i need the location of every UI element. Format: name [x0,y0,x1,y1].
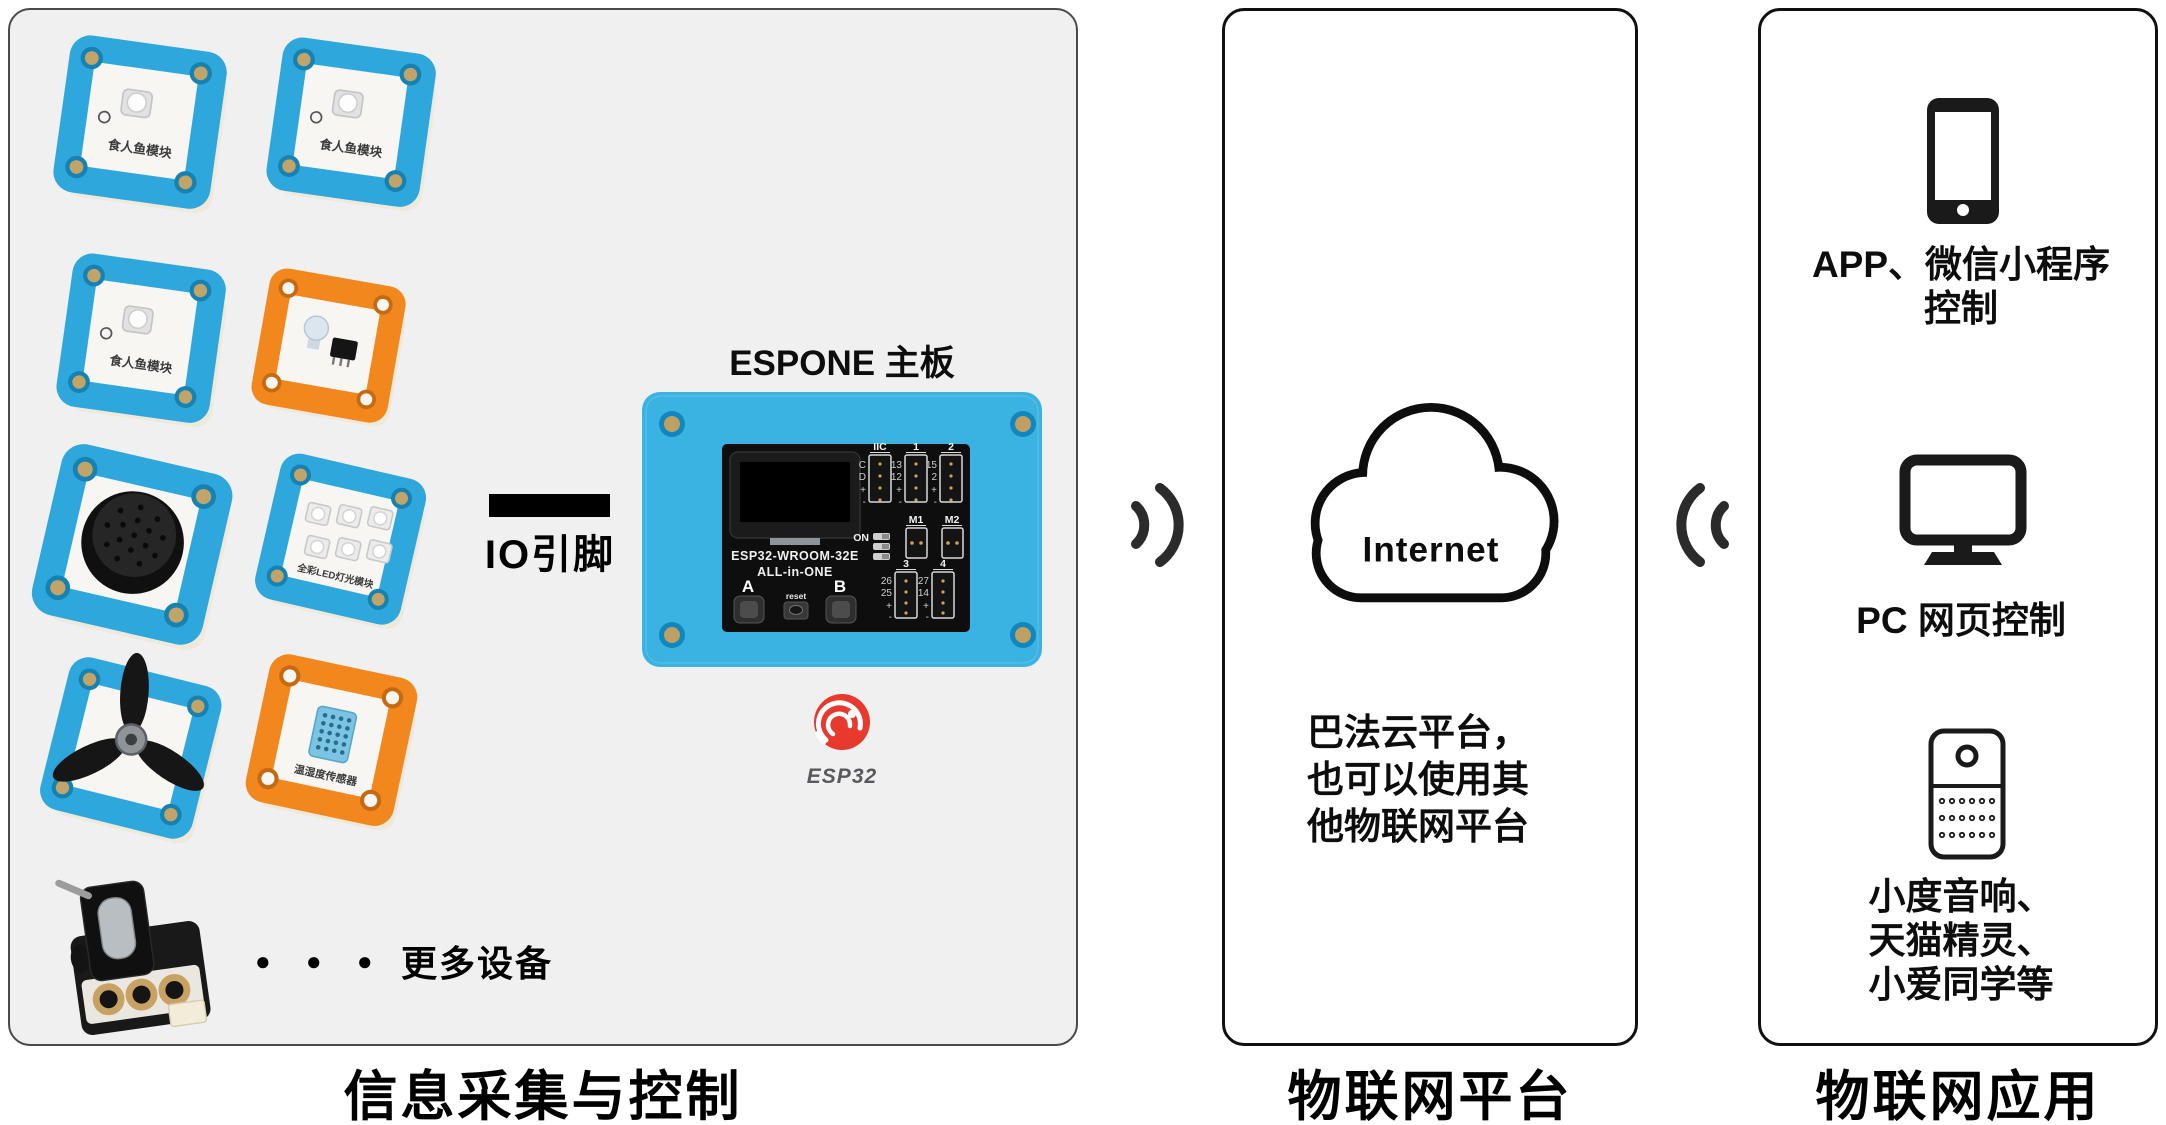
ir-module [244,262,418,436]
button-a-label: A [742,577,754,596]
right-panel-title: 物联网应用 [1815,1067,2101,1125]
button-b[interactable] [825,595,857,624]
left-panel-title: 信息采集与控制 [343,1067,743,1125]
temperature-humidity-module: 温湿度传感器 [237,647,432,842]
svg-text:27: 27 [918,576,930,587]
connector-iic-label: IIC [873,441,887,453]
connector-2-label: 2 [948,441,954,453]
signal-waves-right-icon [1131,483,1184,567]
connector-1-label: 1 [913,441,919,453]
speaker-module-icon [31,444,233,651]
espone-mainboard: ESP32-WROOM-32E ALL-in-ONE A reset B [642,392,1042,667]
caption-line: 天猫精灵、 [1868,920,2054,961]
connector-sockets-top [868,454,963,503]
button-a[interactable] [733,595,765,624]
internet-cloud-icon: Internet [1310,402,1559,603]
middle-panel-title: 物联网平台 [1287,1067,1573,1125]
esp32-logo-text: ESP32 [807,765,877,788]
oled-display [729,451,861,545]
fan-module [11,629,253,871]
led-matrix-module: 全彩LED灯光模块 [246,446,440,640]
connector-m1-label: M1 [909,514,924,526]
right-panel: APP、微信小程序 控制 PC 网页控制 小度音响、 天猫精灵、 小爱 [1758,8,2158,1046]
svg-text:26: 26 [881,576,893,587]
svg-text:+: + [860,485,866,496]
more-devices: ● ● ● 更多设备 [255,935,553,987]
smartphone-icon [1927,98,1999,224]
chip-name: ESP32-WROOM-32E [731,549,859,563]
dip-switches[interactable] [873,533,890,560]
ir-module-icon [251,268,406,427]
svg-text:12: 12 [891,472,903,483]
svg-text:-: - [934,497,937,508]
chip-variant: ALL-in-ONE [757,565,833,579]
platform-description: 巴法云平台， 也可以使用其 他物联网平台 [1307,709,1529,850]
svg-text:2: 2 [931,472,937,483]
svg-text:+: + [886,601,892,612]
led-module-icon: 食人鱼模块 [266,37,437,212]
esp32-logo: ESP32 [802,688,882,788]
signal-waves-left-icon [1676,483,1729,567]
svg-text:-: - [863,497,866,508]
app-control-caption: APP、微信小程序 控制 [1761,243,2161,331]
middle-panel: Internet 巴法云平台， 也可以使用其 他物联网平台 [1222,8,1638,1046]
motor-module-icon [55,879,211,1035]
button-b-label: B [834,577,846,596]
caption-line: 小度音响、 [1868,876,2054,917]
connector-sockets-bottom [894,571,955,619]
led-matrix-module-icon: 全彩LED灯光模块 [255,453,427,630]
svg-text:25: 25 [881,588,893,599]
on-label: ON [853,532,869,544]
led-module-icon: 食人鱼模块 [53,35,228,214]
svg-text:-: - [926,612,929,623]
cloud-label: Internet [1363,530,1500,569]
connector-3-label: 3 [903,558,909,570]
more-devices-label: 更多设备 [401,943,554,984]
svg-text:-: - [899,497,902,508]
screw-holes [659,411,1036,648]
motor-module [50,870,230,1050]
pin-labels-top: C D + - 13 12 + - 15 2 + - [859,460,938,508]
svg-text:+: + [931,485,937,496]
led-module-2: 食人鱼模块 [259,31,449,221]
io-pin-label: IO引脚 [484,533,616,577]
esp32-logo-icon: ESP32 [807,694,877,788]
description-line: 他物联网平台 [1307,806,1529,847]
desktop-computer-icon [1899,454,2027,565]
pin-labels-bottom: 26 25 + - 27 14 + - [881,576,930,623]
io-pin-bar [489,494,610,517]
temperature-humidity-module-icon: 温湿度传感器 [245,654,418,831]
smart-speaker-icon [1928,728,2006,860]
pc-control-caption: PC 网页控制 [1761,599,2161,643]
board-caption: ESPONE 主板 [729,344,955,383]
led-module-3: 食人鱼模块 [49,247,239,437]
ellipsis-dots: ● ● ● [255,946,387,976]
svg-text:14: 14 [918,588,930,599]
speaker-module [21,435,249,663]
svg-text:15: 15 [926,460,938,471]
motor-sockets [905,527,964,559]
caption-line: 控制 [1924,288,1998,329]
connector-4-label: 4 [940,558,946,570]
caption-line: APP、微信小程序 [1811,244,2111,285]
svg-text:C: C [859,460,866,471]
svg-text:13: 13 [891,460,903,471]
description-line: 也可以使用其 [1307,759,1529,800]
led-module-1: 食人鱼模块 [46,29,240,223]
connector-m2-label: M2 [945,514,960,526]
description-line: 巴法云平台， [1307,712,1529,753]
caption-line: PC 网页控制 [1856,600,2066,641]
svg-text:+: + [923,601,929,612]
led-module-icon: 食人鱼模块 [56,253,227,428]
reset-button[interactable] [783,601,809,620]
left-panel: 食人鱼模块 食人鱼模块 [8,8,1078,1046]
svg-text:+: + [896,485,902,496]
voice-assistant-caption: 小度音响、 天猫精灵、 小爱同学等 [1761,875,2161,1007]
reset-button-label: reset [786,591,806,601]
caption-line: 小爱同学等 [1868,964,2054,1005]
espone-mainboard-graphic: ESP32-WROOM-32E ALL-in-ONE A reset B [642,392,1042,667]
svg-text:D: D [859,472,866,483]
fan-module-icon [40,653,222,844]
svg-text:-: - [889,612,892,623]
